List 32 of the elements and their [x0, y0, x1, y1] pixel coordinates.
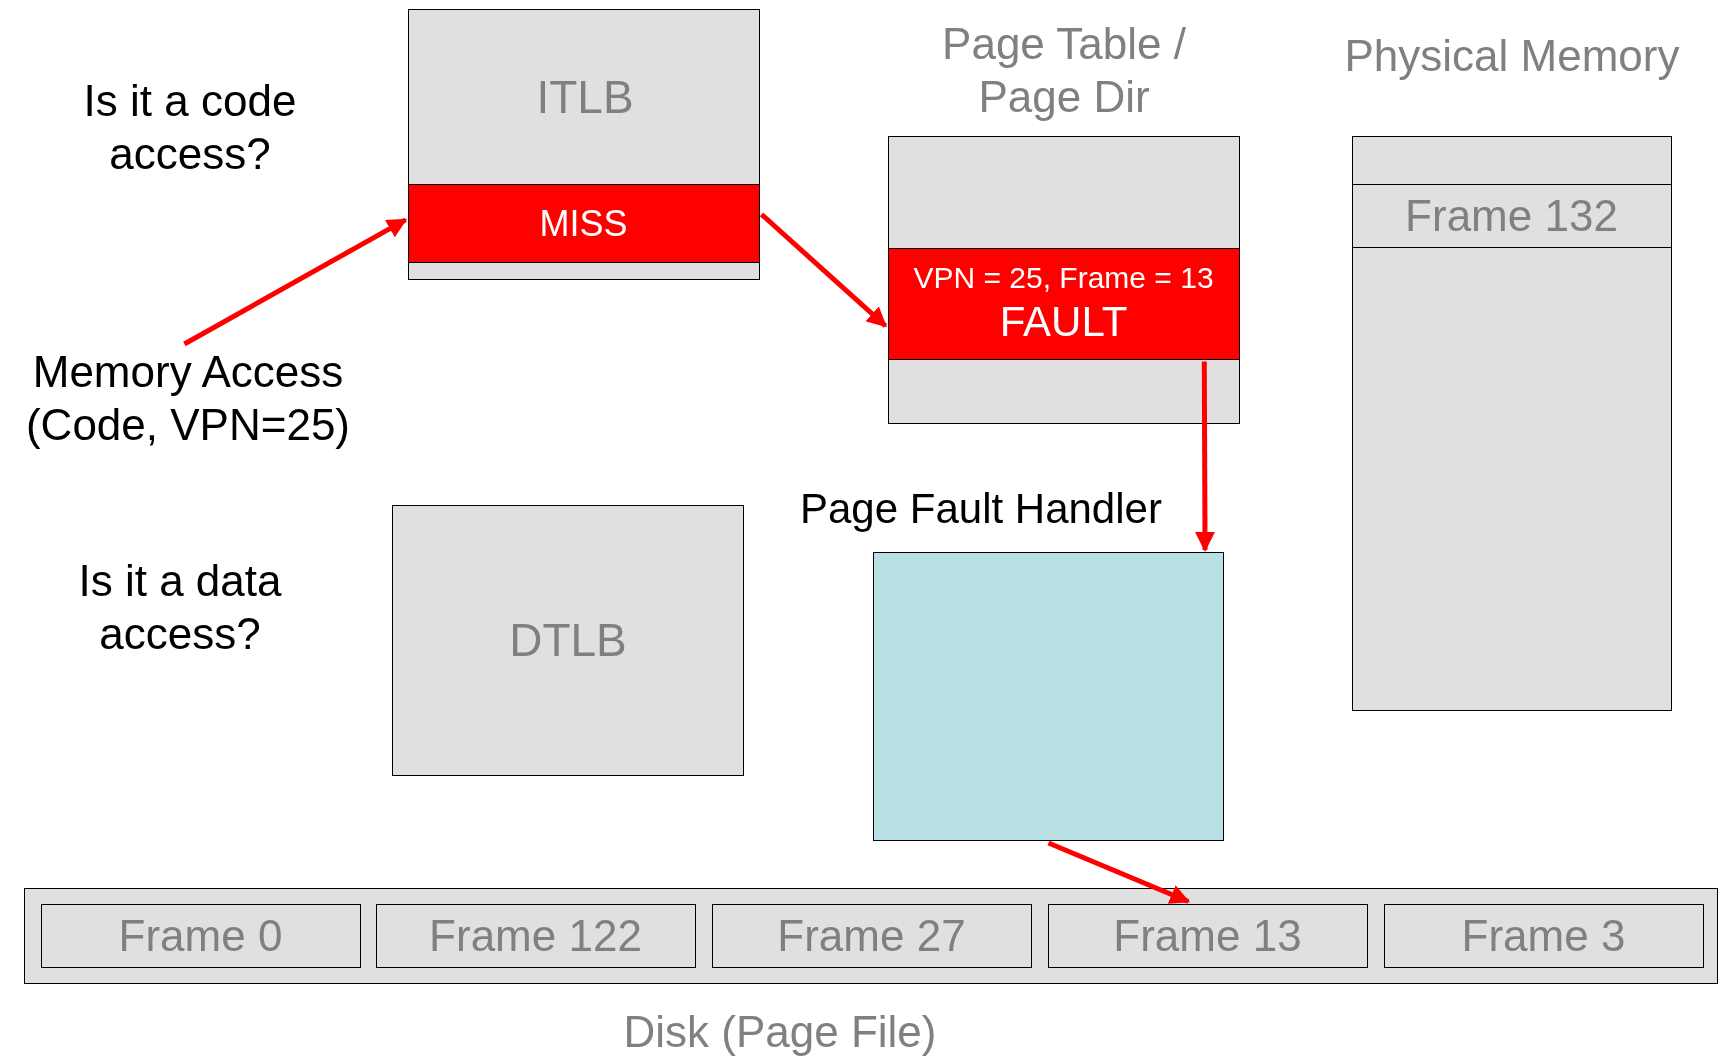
arrow: [1194, 361, 1215, 552]
frame-slot: [711, 903, 1032, 968]
box-text: MISS: [539, 201, 628, 246]
frame-slot: [1383, 903, 1704, 968]
box-heading: Physical Memory: [1343, 30, 1681, 82]
box-text: Frame 0: [118, 910, 283, 962]
box-text: DTLB: [509, 612, 627, 668]
frame-slot: [1047, 903, 1368, 968]
box-heading: Page Fault Handler: [800, 484, 1163, 534]
node-label: Memory Access (Code, VPN=25): [8, 346, 368, 458]
box-text: Frame 27: [777, 910, 966, 962]
frame-slot: [375, 903, 696, 968]
frame-slot: [40, 903, 361, 968]
box-heading: Disk (Page File): [622, 1006, 938, 1058]
question-text: Is it a code access?: [82, 75, 298, 180]
tlb-panel: [392, 505, 744, 776]
question-text: Is it a data access?: [77, 555, 283, 660]
arrow: [183, 217, 408, 347]
status-text: FAULT: [999, 297, 1128, 347]
box-text: Frame 13: [1113, 910, 1302, 962]
tlb-panel: [408, 9, 760, 280]
box-text: ITLB: [536, 69, 634, 125]
miss-band: [407, 183, 760, 263]
box-text: Frame 3: [1461, 910, 1626, 962]
box-text: VPN = 25, Frame = 13: [913, 259, 1214, 296]
fault-band: [887, 247, 1240, 360]
box-text: Frame 122: [429, 910, 642, 962]
arrow: [1047, 840, 1191, 904]
frame-row: [1351, 183, 1672, 248]
box-text: Frame 132: [1405, 190, 1618, 242]
box-heading: Page Table / Page Dir: [941, 18, 1187, 123]
arrow: [759, 212, 888, 328]
